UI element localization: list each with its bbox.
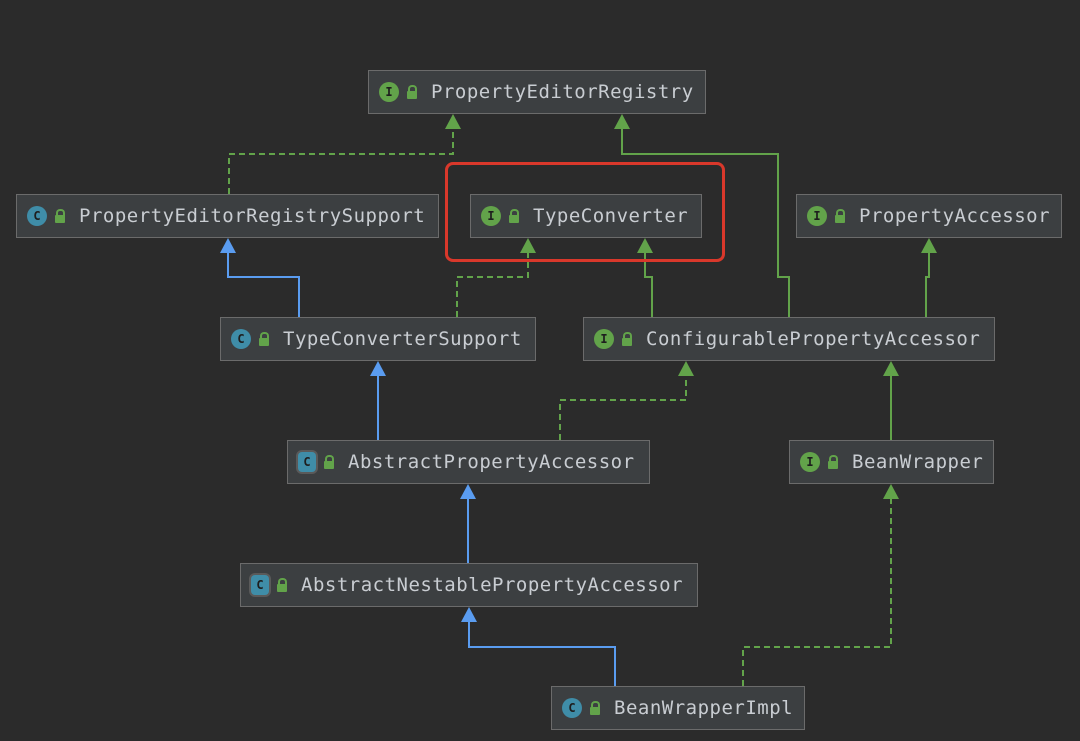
edge-line [468,621,616,686]
edge-extends-interface [883,361,899,440]
class-icon: C [562,698,582,718]
edge-extends [220,238,300,317]
public-lock-icon [828,455,838,469]
node-configurable-property-accessor[interactable]: I ConfigurablePropertyAccessor [583,317,995,361]
arrowhead-icon [883,484,899,499]
node-abstract-nestable-property-accessor[interactable]: C AbstractNestablePropertyAccessor [240,563,698,607]
arrowhead-icon [678,361,694,376]
public-lock-icon [835,209,845,223]
arrowhead-icon [370,361,386,376]
edge-extends [460,484,476,563]
node-label: AbstractPropertyAccessor [348,451,635,473]
node-label: PropertyEditorRegistrySupport [79,205,426,227]
edge-implements [456,238,536,317]
edge-line [621,128,790,317]
node-abstract-property-accessor[interactable]: C AbstractPropertyAccessor [287,440,650,484]
edge-line [228,128,454,194]
edge-line [227,252,300,317]
node-property-editor-registry-support[interactable]: C PropertyEditorRegistrySupport [16,194,439,238]
node-label: ConfigurablePropertyAccessor [646,328,981,350]
edge-line [559,375,687,440]
edge-line [742,498,892,686]
edge-implements [228,114,461,194]
class-icon: C [231,329,251,349]
edge-line [644,252,653,317]
edge-implements [742,484,899,686]
node-label: BeanWrapper [852,451,984,473]
arrowhead-icon [460,484,476,499]
node-property-accessor[interactable]: I PropertyAccessor [796,194,1062,238]
node-type-converter-support[interactable]: C TypeConverterSupport [220,317,536,361]
typeconverter-highlight-box [445,162,725,262]
interface-icon: I [481,206,501,226]
arrowhead-icon [445,114,461,129]
node-label: PropertyAccessor [859,205,1051,227]
public-lock-icon [324,455,334,469]
interface-icon: I [800,452,820,472]
node-label: PropertyEditorRegistry [431,81,694,103]
edge-extends [461,607,616,686]
public-lock-icon [55,209,65,223]
node-property-editor-registry[interactable]: I PropertyEditorRegistry [368,70,706,114]
public-lock-icon [509,209,519,223]
edge-extends [370,361,386,440]
node-type-converter[interactable]: I TypeConverter [470,194,702,238]
public-lock-icon [622,332,632,346]
public-lock-icon [277,578,287,592]
arrowhead-icon [921,238,937,253]
node-label: TypeConverter [533,205,689,227]
abstract-class-icon: C [251,575,269,595]
node-label: AbstractNestablePropertyAccessor [301,574,684,596]
interface-icon: I [379,82,399,102]
arrowhead-icon [461,607,477,622]
node-bean-wrapper[interactable]: I BeanWrapper [789,440,994,484]
public-lock-icon [259,332,269,346]
edge-extends-interface [921,238,937,317]
class-icon: C [27,206,47,226]
edge-line [456,252,529,317]
abstract-class-icon: C [298,452,316,472]
public-lock-icon [590,701,600,715]
interface-icon: I [807,206,827,226]
edge-extends-interface [614,114,790,317]
arrowhead-icon [883,361,899,376]
arrowhead-icon [614,114,630,129]
node-label: TypeConverterSupport [283,328,522,350]
edge-implements [559,361,694,440]
interface-icon: I [594,329,614,349]
arrowhead-icon [520,238,536,253]
arrowhead-icon [220,238,236,253]
edge-line [925,252,930,317]
public-lock-icon [407,85,417,99]
node-bean-wrapper-impl[interactable]: C BeanWrapperImpl [551,686,805,730]
arrowhead-icon [637,238,653,253]
node-label: BeanWrapperImpl [614,697,794,719]
edge-extends-interface [637,238,653,317]
